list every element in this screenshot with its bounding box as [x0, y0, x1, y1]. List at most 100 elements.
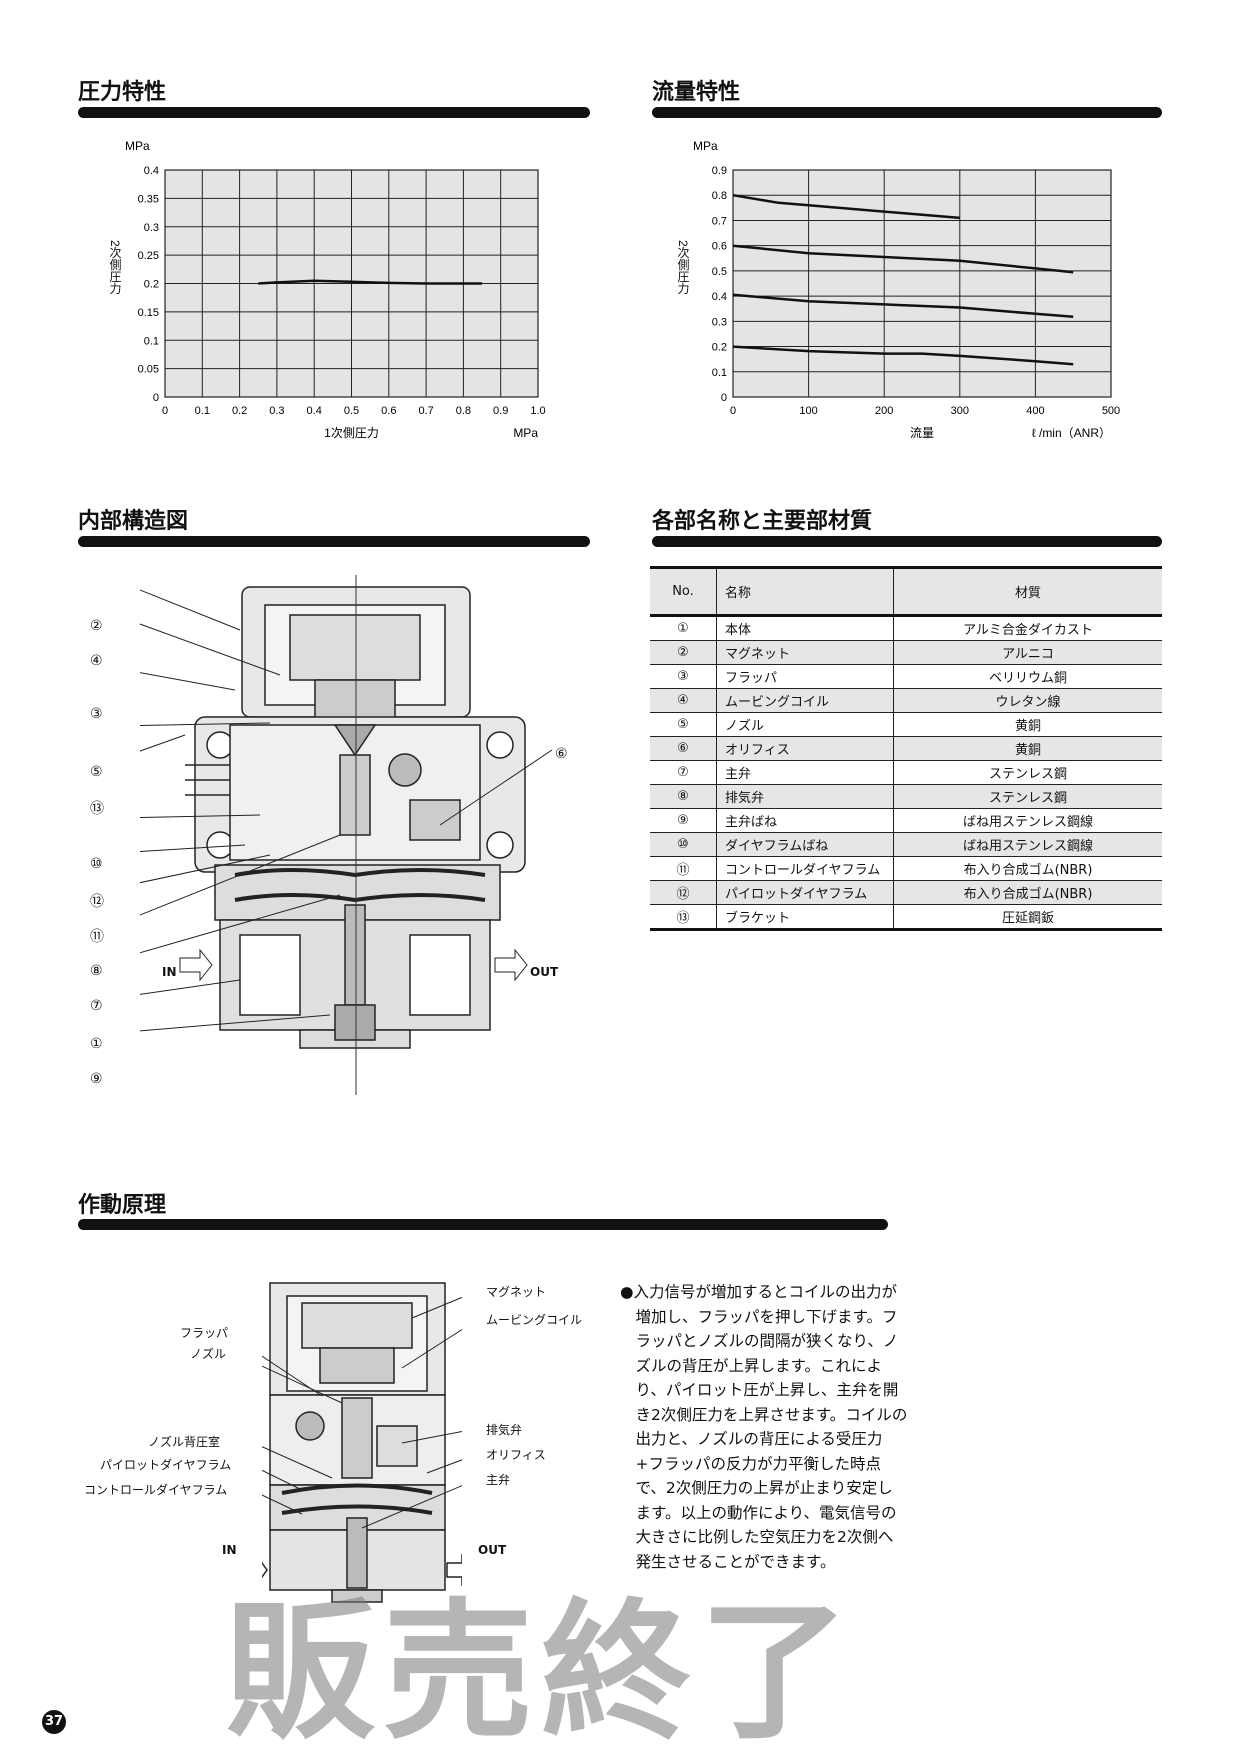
- cell-name: 主弁: [716, 760, 894, 785]
- cell-no: ⑪: [650, 856, 717, 881]
- cell-material: ばね用ステンレス鋼線: [893, 808, 1162, 833]
- cell-material: ステンレス鋼: [893, 760, 1162, 785]
- series-line-0.8: [732, 193, 960, 220]
- callout-4: ④: [90, 653, 103, 669]
- cell-material: 布入り合成ゴム(NBR): [893, 856, 1162, 881]
- page-number: 37: [42, 1710, 66, 1734]
- cell-name: マグネット: [716, 640, 894, 665]
- x-tick-label: 0.7: [418, 405, 433, 417]
- y-unit-label: MPa: [693, 139, 718, 153]
- y-unit-label: MPa: [125, 139, 150, 153]
- section-title-operation: 作動原理: [78, 1193, 167, 1218]
- cell-material: ベリリウム銅: [893, 664, 1162, 689]
- cell-no: ⑫: [650, 880, 717, 905]
- y-tick-label: 0.5: [712, 266, 727, 278]
- callout-6: ⑥: [555, 746, 568, 762]
- y-tick-label: 0: [721, 392, 727, 404]
- cell-no: ③: [650, 664, 717, 689]
- section-title-flow: 流量特性: [652, 80, 741, 105]
- cell-no: ②: [650, 640, 717, 665]
- callout-9: ⑨: [90, 1071, 103, 1087]
- cell-material: ウレタン線: [893, 688, 1162, 713]
- y-tick-label: 0.4: [712, 291, 727, 303]
- cell-name: 排気弁: [716, 784, 894, 809]
- callout-5: ⑤: [90, 764, 103, 780]
- col-material: 材質: [893, 566, 1162, 617]
- label-nozzle: ノズル: [190, 1347, 227, 1361]
- callout-2: ②: [90, 618, 103, 634]
- cell-name: コントロールダイヤフラム: [716, 856, 894, 881]
- cell-no: ⑦: [650, 760, 717, 785]
- series-line-0.4: [732, 293, 1074, 319]
- label-in: IN: [222, 1543, 237, 1557]
- y-tick-label: 0.15: [138, 307, 159, 319]
- cell-material: 黄銅: [893, 736, 1162, 761]
- x-tick-label: 0.3: [269, 405, 284, 417]
- cell-no: ⑩: [650, 832, 717, 857]
- section-title-pressure: 圧力特性: [78, 80, 167, 105]
- x-tick-label: 200: [875, 405, 893, 417]
- label-moving-coil: ムービングコイル: [486, 1313, 583, 1327]
- cell-name: パイロットダイヤフラム: [716, 880, 894, 905]
- y-tick-label: 0.7: [712, 215, 727, 227]
- y-tick-label: 0.25: [138, 250, 159, 262]
- internal-structure-diagram: [140, 575, 553, 1095]
- y-tick-label: 0: [153, 392, 159, 404]
- x-tick-label: 1.0: [530, 405, 545, 417]
- cell-name: ブラケット: [716, 904, 894, 931]
- cell-name: ムービングコイル: [716, 688, 894, 713]
- label-pilot-diaphragm: パイロットダイヤフラム: [100, 1458, 232, 1472]
- x-tick-label: 0.4: [307, 405, 322, 417]
- port-out-label: OUT: [530, 965, 559, 979]
- section-divider: [78, 536, 590, 547]
- series-line-0.2: [732, 345, 1074, 366]
- x-unit-label: MPa: [513, 426, 538, 440]
- section-title-parts: 各部名称と主要部材質: [652, 509, 873, 534]
- section-divider: [78, 107, 590, 118]
- operation-diagram: [262, 1282, 462, 1603]
- label-control-diaphragm: コントロールダイヤフラム: [84, 1483, 228, 1497]
- y-tick-label: 0.3: [712, 316, 727, 328]
- cell-name: 主弁ばね: [716, 808, 894, 833]
- y-tick-label: 0.9: [712, 165, 727, 177]
- operation-description: ●入力信号が増加するとコイルの出力が増加し、フラッパを押し下げます。フラッパとノ…: [620, 1283, 908, 1571]
- discontinued-watermark: 販売終了: [225, 1586, 858, 1754]
- x-axis-label: 流量: [910, 426, 934, 440]
- label-orifice: オリフィス: [486, 1448, 546, 1462]
- y-tick-label: 0.05: [138, 364, 159, 376]
- cell-name: ダイヤフラムばね: [716, 832, 894, 857]
- y-tick-label: 0.2: [712, 342, 727, 354]
- callout-3: ③: [90, 706, 103, 722]
- section-title-structure: 内部構造図: [78, 509, 189, 534]
- col-name: 名称: [716, 566, 894, 617]
- x-tick-label: 0.5: [344, 405, 359, 417]
- cell-name: ノズル: [716, 712, 894, 737]
- cell-name: オリフィス: [716, 736, 894, 761]
- y-tick-label: 0.35: [138, 193, 159, 205]
- section-divider: [652, 536, 1162, 547]
- x-tick-label: 0.1: [195, 405, 210, 417]
- x-tick-label: 0: [730, 405, 736, 417]
- port-in-label: IN: [162, 965, 177, 979]
- cell-no: ①: [650, 615, 717, 641]
- x-tick-label: 0: [162, 405, 168, 417]
- cell-no: ⑧: [650, 784, 717, 809]
- label-main-valve: 主弁: [486, 1473, 511, 1487]
- x-tick-label: 0.8: [456, 405, 471, 417]
- col-no: No.: [650, 566, 717, 617]
- y-tick-label: 0.8: [712, 190, 727, 202]
- x-tick-label: 500: [1102, 405, 1120, 417]
- cell-material: 布入り合成ゴム(NBR): [893, 880, 1162, 905]
